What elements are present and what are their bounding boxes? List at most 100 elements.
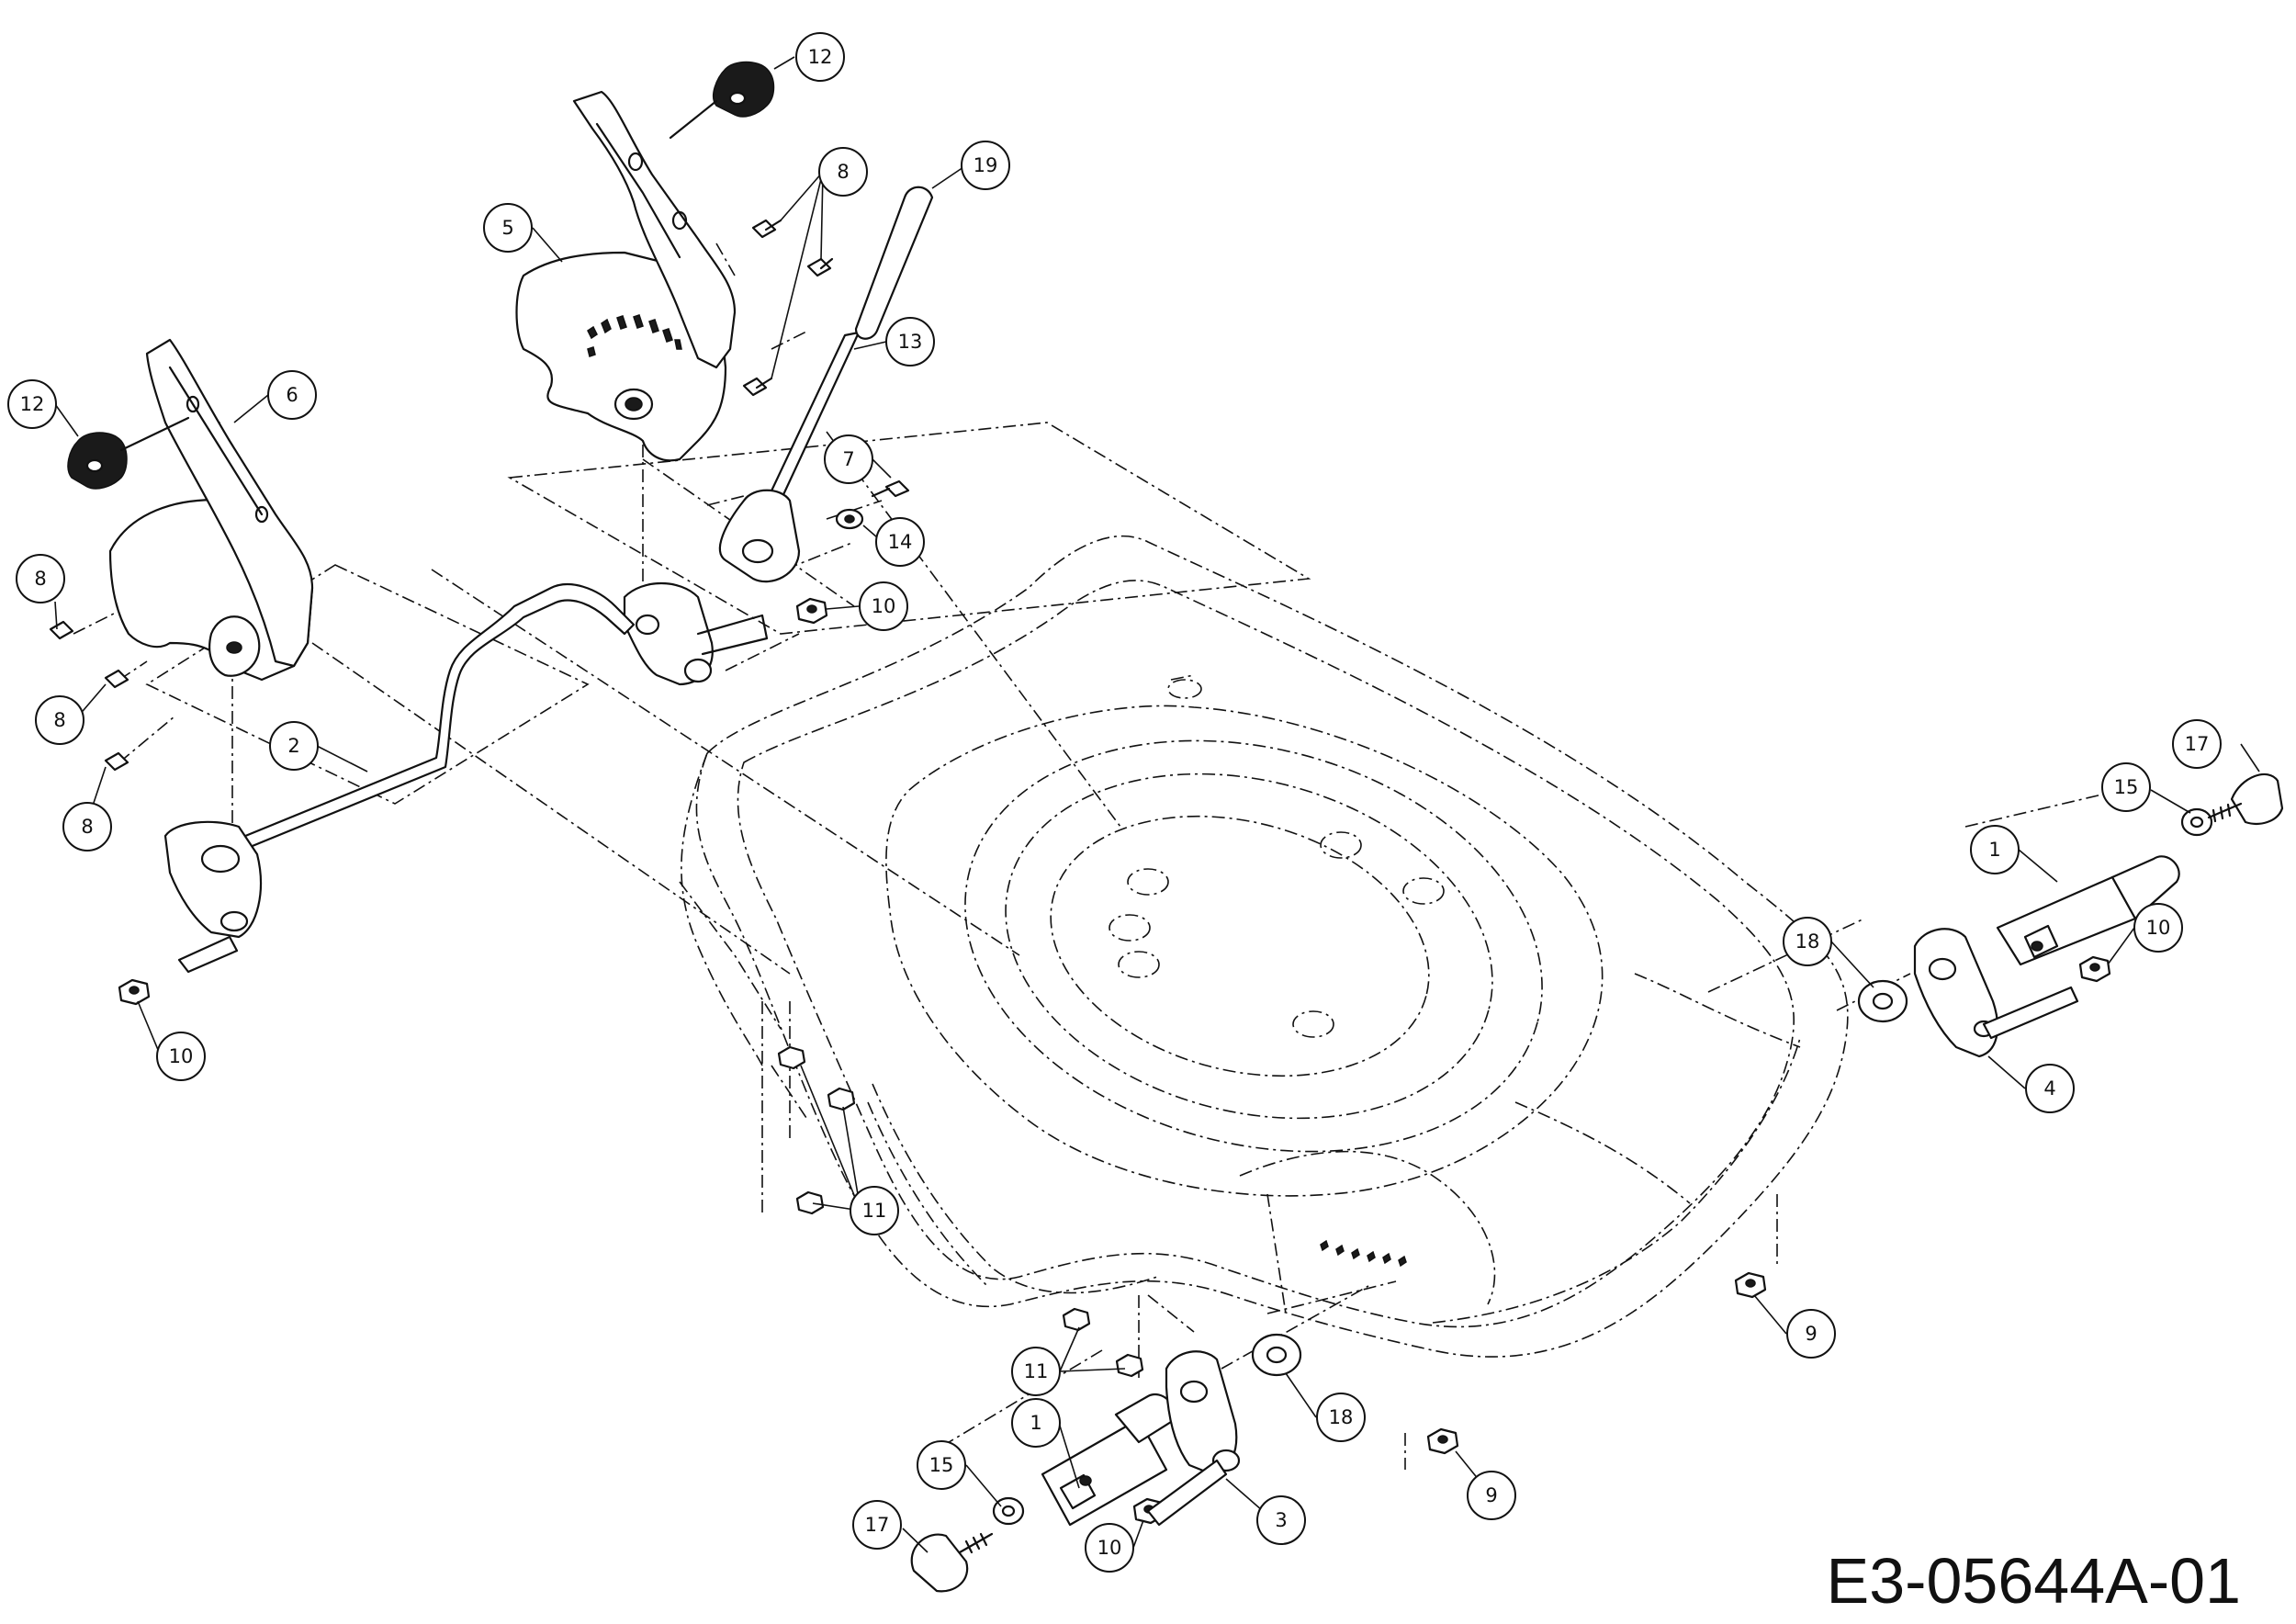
callout-13: 13 (885, 317, 935, 367)
svg-text:9: 9 (1805, 1323, 1817, 1345)
svg-text:1: 1 (1988, 839, 2000, 861)
callout-8: 8 (62, 802, 112, 851)
svg-text:17: 17 (865, 1514, 890, 1536)
callout-17: 17 (2172, 719, 2222, 769)
callout-7: 7 (824, 434, 873, 484)
callout-9: 9 (1467, 1471, 1516, 1520)
callout-11: 11 (850, 1186, 899, 1235)
rear-adjuster-assembly (108, 90, 934, 974)
nut-11-c (795, 1190, 825, 1215)
callout-10: 10 (2133, 903, 2183, 953)
callout-15: 15 (2101, 762, 2151, 812)
crank-arm-front (163, 820, 263, 939)
nut-10-upper (795, 597, 828, 625)
washer-18-right (1857, 979, 1908, 1023)
callout-5: 5 (483, 203, 533, 253)
nut-9-right (1734, 1271, 1767, 1299)
callout-leaders (54, 56, 2260, 1553)
callouts: 12 8 19 5 13 12 6 7 14 8 10 8 2 8 10 17 … (7, 32, 2222, 1573)
drawing-code: E3-05644A-01 (1827, 1545, 2241, 1617)
svg-text:14: 14 (888, 531, 913, 553)
svg-text:8: 8 (837, 161, 849, 183)
bolt-8-left-c (104, 751, 129, 772)
svg-text:11: 11 (862, 1200, 887, 1222)
handle-bracket-left (572, 90, 737, 369)
nut-11-e (1115, 1353, 1144, 1378)
callout-3: 3 (1256, 1495, 1306, 1545)
callout-10: 10 (1085, 1523, 1134, 1573)
svg-text:12: 12 (808, 46, 833, 68)
svg-text:2: 2 (287, 735, 299, 757)
callout-19: 19 (961, 141, 1010, 190)
nut-10-left (118, 978, 151, 1006)
svg-text:19: 19 (974, 154, 998, 176)
bolt-8-upper-a (751, 219, 782, 239)
bolt-8-upper-c (742, 377, 773, 397)
callout-1: 1 (1970, 825, 2020, 874)
svg-text:1: 1 (1030, 1412, 1041, 1434)
washer-15-right (2180, 807, 2213, 837)
svg-text:8: 8 (81, 816, 93, 838)
callout-11: 11 (1011, 1347, 1061, 1396)
wheel-hub-1-bottom (1041, 1393, 1175, 1527)
callout-8: 8 (16, 554, 65, 603)
assembly-projection-lines (73, 242, 2122, 1470)
svg-text:4: 4 (2043, 1077, 2055, 1100)
svg-text:12: 12 (20, 393, 45, 415)
svg-text:8: 8 (53, 709, 65, 731)
callout-12: 12 (795, 32, 845, 82)
svg-text:15: 15 (2114, 776, 2139, 798)
callout-6: 6 (267, 370, 317, 420)
knob-12-upper (713, 61, 775, 118)
nut-10-right (2078, 955, 2111, 983)
callout-17: 17 (852, 1500, 902, 1550)
svg-text:6: 6 (286, 384, 298, 406)
svg-text:10: 10 (872, 595, 896, 617)
svg-text:18: 18 (1795, 930, 1820, 953)
svg-text:8: 8 (34, 568, 46, 590)
svg-text:9: 9 (1485, 1484, 1497, 1506)
rear-vents (1320, 1239, 1407, 1268)
mower-deck (679, 535, 1849, 1358)
bolt-7 (871, 479, 910, 498)
wheel-bracket-4 (1913, 928, 2079, 1058)
handle-bracket-right (145, 338, 314, 668)
bolt-8-left-a (49, 620, 74, 640)
svg-text:11: 11 (1024, 1360, 1049, 1382)
svg-text:15: 15 (929, 1454, 954, 1476)
callout-9: 9 (1786, 1309, 1836, 1359)
hardware (49, 61, 2284, 1593)
bolt-17-bottom (910, 1532, 994, 1593)
callout-18: 18 (1316, 1393, 1366, 1442)
callout-15: 15 (917, 1440, 966, 1490)
svg-text:10: 10 (2146, 917, 2171, 939)
callout-1: 1 (1011, 1398, 1061, 1448)
callout-8: 8 (818, 147, 868, 197)
adjuster-arm (718, 489, 801, 583)
nut-11-a (777, 1045, 806, 1070)
callout-8: 8 (35, 695, 84, 745)
svg-text:5: 5 (501, 217, 513, 239)
nut-11-d (1062, 1307, 1091, 1332)
adjuster-slots (587, 314, 682, 357)
callout-10: 10 (156, 1032, 206, 1081)
wheel-bracket-3 (1146, 1350, 1241, 1527)
nut-9-bottom (1426, 1427, 1459, 1455)
callout-18: 18 (1783, 917, 1832, 966)
svg-text:3: 3 (1275, 1509, 1287, 1531)
bolt-17-right (2207, 773, 2284, 825)
callout-4: 4 (2025, 1064, 2075, 1113)
svg-text:7: 7 (842, 448, 854, 470)
bolt-8-upper-b (806, 257, 834, 277)
callout-12: 12 (7, 379, 57, 429)
svg-text:13: 13 (898, 331, 923, 353)
svg-text:18: 18 (1329, 1406, 1354, 1428)
callout-2: 2 (269, 721, 319, 771)
lever-grip-19 (854, 186, 934, 340)
svg-text:10: 10 (169, 1045, 194, 1067)
axle-rod-2 (232, 583, 636, 851)
bolt-8-left-b (104, 669, 129, 689)
washer-15-bottom (992, 1496, 1025, 1526)
nut-11-b (827, 1087, 856, 1111)
